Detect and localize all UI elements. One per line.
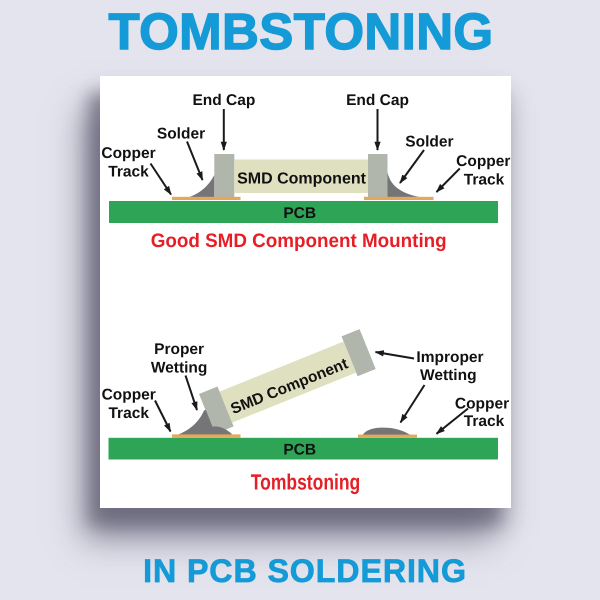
svg-text:Track: Track: [108, 405, 149, 422]
svg-text:Copper: Copper: [101, 145, 155, 162]
svg-text:Track: Track: [464, 172, 505, 189]
svg-text:Track: Track: [464, 413, 505, 430]
svg-text:Track: Track: [108, 164, 149, 181]
svg-text:Wetting: Wetting: [151, 359, 208, 376]
svg-text:End Cap: End Cap: [192, 92, 255, 109]
svg-text:Good SMD Component Mounting: Good SMD Component Mounting: [151, 230, 447, 252]
svg-text:End Cap: End Cap: [346, 92, 409, 109]
svg-text:Wetting: Wetting: [420, 367, 477, 384]
svg-text:PCB: PCB: [283, 205, 316, 222]
svg-text:Improper: Improper: [416, 349, 483, 366]
svg-text:Proper: Proper: [154, 341, 204, 358]
svg-text:Copper: Copper: [455, 395, 509, 412]
svg-text:Tombstoning: Tombstoning: [251, 470, 361, 495]
svg-text:Copper: Copper: [102, 386, 156, 403]
svg-text:Copper: Copper: [456, 153, 510, 170]
svg-text:PCB: PCB: [283, 442, 316, 459]
svg-text:Solder: Solder: [405, 134, 453, 151]
svg-text:SMD Component: SMD Component: [237, 171, 367, 188]
svg-text:Solder: Solder: [157, 126, 205, 143]
